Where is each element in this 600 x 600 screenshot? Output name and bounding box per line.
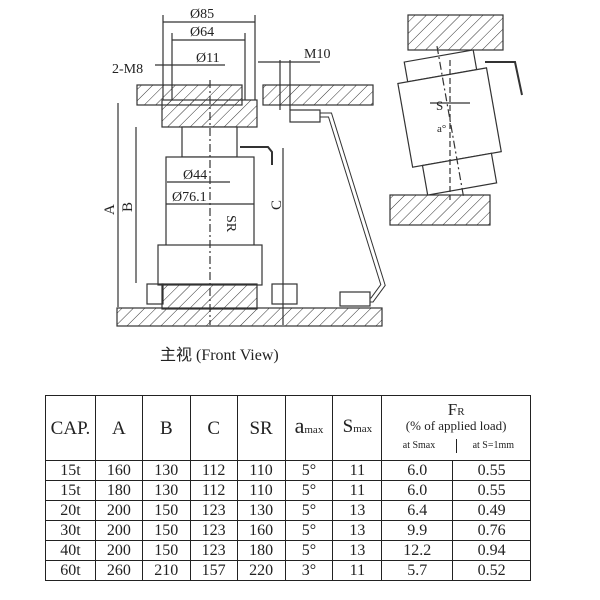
dim-d76-1: Ø76.1 (172, 190, 207, 205)
header-c: C (189, 395, 238, 461)
table-cell: 112 (189, 480, 238, 501)
table-cell: 13 (332, 540, 383, 561)
table-cell: 6.0 (381, 460, 454, 481)
table-cell: 0.52 (452, 560, 531, 581)
table-cell: 220 (236, 560, 286, 581)
front-view-labels: Ø85 Ø64 Ø11 2-M8 M10 Ø44 Ø76.1 SR A B C … (102, 7, 330, 364)
table-cell: 3° (284, 560, 334, 581)
dim-d85: Ø85 (190, 7, 214, 22)
table-cell: 0.55 (452, 480, 531, 501)
table-cell: 260 (94, 560, 143, 581)
table-cell: 60t (45, 560, 96, 581)
header-a: A (94, 395, 143, 461)
table-cell: 15t (45, 460, 96, 481)
table-cell: 5° (284, 460, 334, 481)
table-cell: 5° (284, 480, 334, 501)
table-cell: 30t (45, 520, 96, 541)
table-cell: 160 (236, 520, 286, 541)
front-view-caption: 主视 (Front View) (160, 346, 279, 364)
table-cell: 11 (332, 560, 383, 581)
fr-main: F (447, 400, 458, 419)
table-cell: 123 (189, 520, 238, 541)
table-cell: 11 (332, 460, 383, 481)
dim-d11: Ø11 (196, 51, 220, 66)
header-smax: Smax (332, 395, 383, 461)
table-cell: 210 (141, 560, 191, 581)
side-view (389, 14, 523, 226)
table-cell: 130 (141, 460, 191, 481)
table-cell: 160 (94, 460, 143, 481)
table-cell: 150 (141, 520, 191, 541)
dim-m10: M10 (304, 47, 330, 62)
table-cell: 5° (284, 500, 334, 521)
fr-sub: R (457, 406, 465, 418)
header-fr: FR (% of applied load) at Smax at S=1mm (381, 395, 531, 461)
fr-title: FR (382, 400, 530, 419)
front-view (116, 15, 386, 327)
table-cell: 0.49 (452, 500, 531, 521)
side-dim-a: a° (437, 123, 446, 135)
table-cell: 13 (332, 500, 383, 521)
table-cell: 130 (141, 480, 191, 501)
dim-b: B (120, 202, 136, 212)
header-b: B (141, 395, 191, 461)
technical-drawing: Ø85 Ø64 Ø11 2-M8 M10 Ø44 Ø76.1 SR A B C … (102, 7, 523, 364)
header-cap: CAP. (45, 395, 96, 461)
table-cell: 5° (284, 540, 334, 561)
table-cell: 123 (189, 540, 238, 561)
table-cell: 0.76 (452, 520, 531, 541)
table-cell: 20t (45, 500, 96, 521)
header-sr: SR (236, 395, 286, 461)
table-cell: 130 (236, 500, 286, 521)
table-cell: 6.4 (381, 500, 454, 521)
table-cell: 12.2 (381, 540, 454, 561)
smax-main: S (342, 416, 354, 437)
table-cell: 150 (141, 540, 191, 561)
table-cell: 112 (189, 460, 238, 481)
table-cell: 0.94 (452, 540, 531, 561)
table-cell: 150 (141, 500, 191, 521)
table-cell: 13 (332, 520, 383, 541)
table-cell: 0.55 (452, 460, 531, 481)
side-dim-s: S (436, 98, 443, 113)
table-cell: 200 (94, 520, 143, 541)
table-cell: 15t (45, 480, 96, 501)
fr-desc: (% of applied load) (405, 418, 507, 433)
table-cell: 5° (284, 520, 334, 541)
dim-d44: Ø44 (183, 168, 207, 183)
table-cell: 180 (236, 540, 286, 561)
table-cell: 9.9 (381, 520, 454, 541)
table-cell: 180 (94, 480, 143, 501)
amax-sub: max (304, 424, 324, 436)
table-cell: 6.0 (381, 480, 454, 501)
dim-a: A (102, 204, 118, 215)
header-amax: amax (284, 395, 334, 461)
dim-sr: SR (223, 215, 238, 233)
fr-at-s1: at S=1mm (455, 439, 530, 453)
dim-c: C (269, 200, 285, 210)
fr-split: at Smax at S=1mm (382, 439, 530, 453)
table-cell: 110 (236, 480, 286, 501)
amax-main: a (294, 413, 305, 438)
specification-table: CAP. A B C SR amax Smax FR (% of applied… (45, 395, 531, 581)
table-cell: 110 (236, 460, 286, 481)
smax-sub: max (353, 423, 373, 435)
table-cell: 5.7 (381, 560, 454, 581)
fr-at-smax: at Smax (402, 440, 436, 451)
table-cell: 40t (45, 540, 96, 561)
table-cell: 200 (94, 500, 143, 521)
table-cell: 11 (332, 480, 383, 501)
table-cell: 157 (189, 560, 238, 581)
table-header: CAP. A B C SR amax Smax FR (% of applied… (45, 395, 531, 461)
dim-2-m8: 2-M8 (112, 62, 143, 77)
table-cell: 123 (189, 500, 238, 521)
table-cell: 200 (94, 540, 143, 561)
dim-d64: Ø64 (190, 25, 214, 40)
